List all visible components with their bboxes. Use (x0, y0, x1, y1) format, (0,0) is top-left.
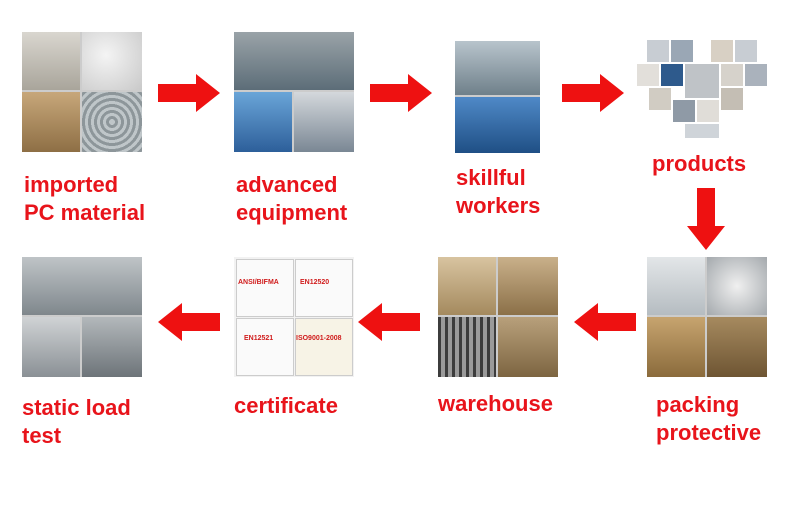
certificate-label-ansi-bifma: ANSI/BIFMA (238, 279, 279, 286)
label-warehouse: warehouse (438, 391, 553, 416)
certificate-label-en12520: EN12520 (300, 279, 330, 286)
arrow-down-icon (687, 188, 725, 250)
arrow-left-icon (358, 303, 420, 341)
photo-products-collage (637, 40, 767, 138)
arrow-left-icon (574, 303, 636, 341)
label-static-load-test: static load test (22, 395, 131, 448)
label-packing-protective: packing protective (656, 392, 762, 445)
label-imported-pc-material: imported PC material (24, 172, 146, 225)
arrow-right-icon (562, 74, 624, 112)
photo-skillful-workers (455, 41, 540, 153)
certificate-label-iso9001: ISO9001-2008 (296, 335, 342, 342)
photo-certificate: ANSI/BIFMA EN12520 EN12521 ISO9001-2008 (234, 257, 354, 377)
arrow-right-icon (370, 74, 432, 112)
label-certificate: certificate (234, 393, 338, 418)
photo-imported-pc-material (22, 32, 142, 152)
photo-packing-protective (647, 257, 767, 377)
arrow-right-icon (158, 74, 220, 112)
label-skillful-workers: skillful workers (456, 165, 541, 218)
label-advanced-equipment: advanced equipment (236, 172, 348, 225)
photo-static-load-test (22, 257, 142, 377)
arrow-left-icon (158, 303, 220, 341)
label-products: products (652, 151, 747, 176)
photo-warehouse (438, 257, 558, 377)
photo-advanced-equipment (234, 32, 354, 152)
certificate-label-en12521: EN12521 (244, 335, 274, 342)
